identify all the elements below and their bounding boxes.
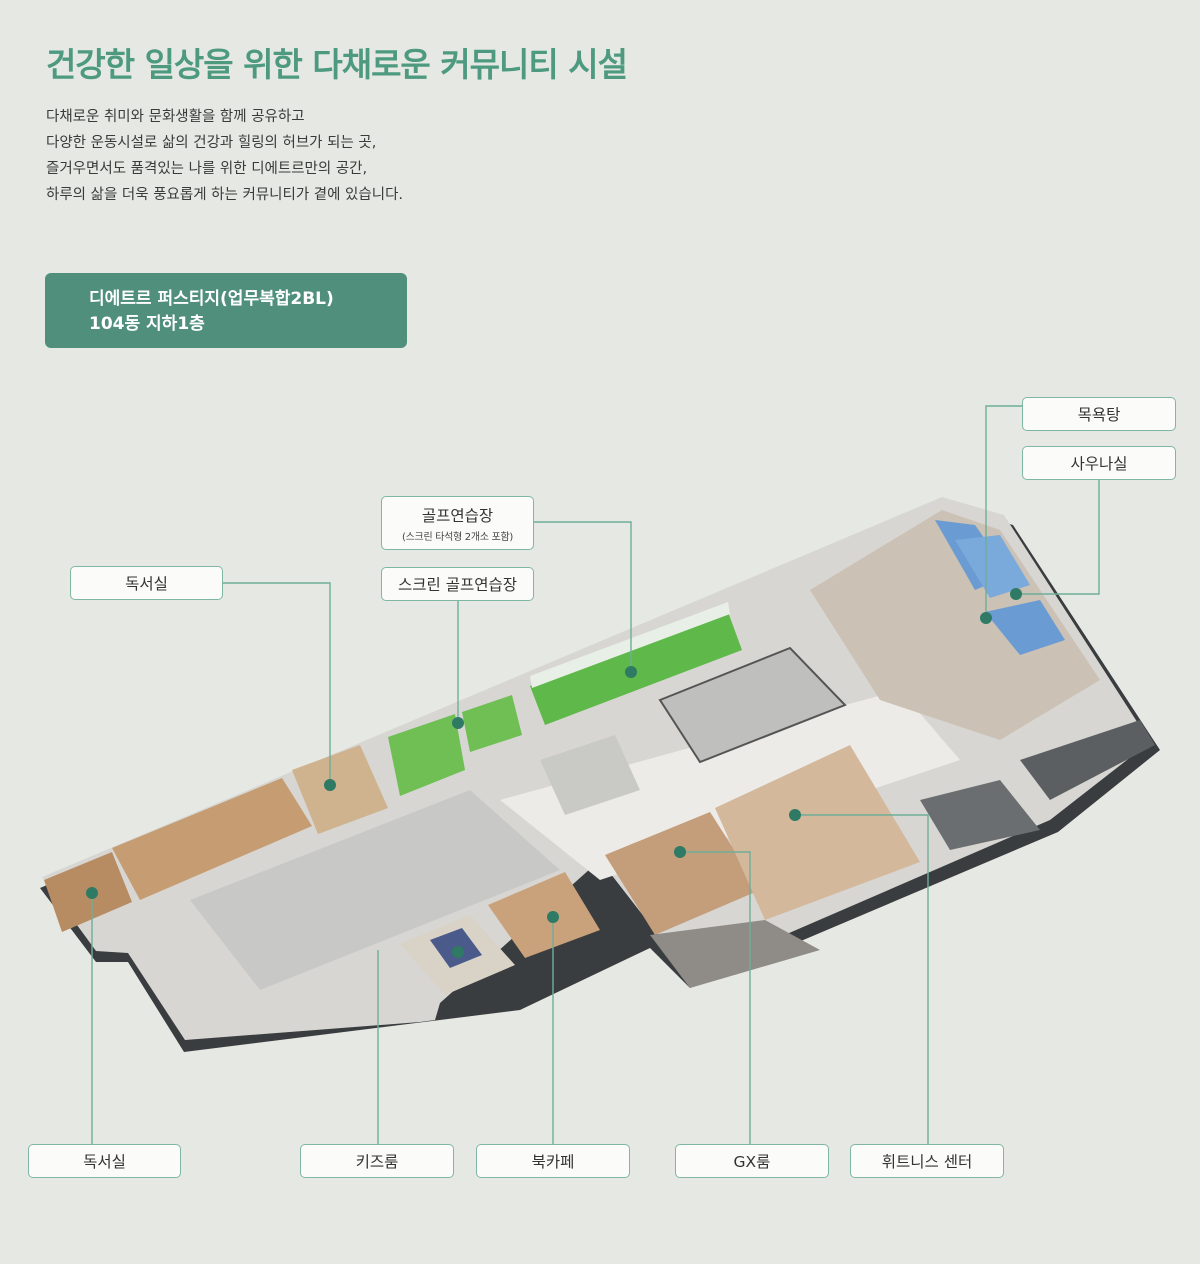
leader-line-golf — [534, 521, 632, 672]
golf-range-wall — [530, 602, 730, 688]
label-text: 독서실 — [83, 1153, 126, 1171]
complex-name: 디에트르 퍼스티지(업무복합2BL) — [89, 289, 334, 309]
sauna-pool-blue-3 — [955, 535, 1030, 598]
label-text: 휘트니스 센터 — [881, 1153, 973, 1171]
label-text: 북카페 — [531, 1153, 575, 1171]
label-text: 독서실 — [125, 575, 168, 593]
label-text: 사우나실 — [1070, 455, 1128, 473]
intro-description: 다채로운 취미와 문화생활을 함께 공유하고 다양한 운동시설로 삶의 건강과 … — [46, 104, 403, 208]
description-line: 다양한 운동시설로 삶의 건강과 힐링의 허브가 되는 곳, — [46, 135, 377, 151]
marker-dot-gx — [674, 846, 686, 858]
marker-dot-golf — [625, 666, 637, 678]
marker-dot-bath — [980, 612, 992, 624]
leader-line-bath — [985, 405, 1022, 618]
label-gx-room[interactable]: GX룸 — [675, 1144, 829, 1178]
floor-name: 104동 지하1층 — [89, 314, 205, 334]
marker-dot-fitness — [789, 809, 801, 821]
leader-lines — [91, 405, 1100, 1144]
elevator-core — [658, 646, 847, 764]
label-text: 스크린 골프연습장 — [397, 576, 517, 594]
label-text: GX룸 — [733, 1153, 771, 1171]
building-floor-badge: 디에트르 퍼스티지(업무복합2BL) 104동 지하1층 — [45, 273, 407, 348]
label-reading-room-top[interactable]: 독서실 — [70, 566, 223, 600]
lobby-floor — [190, 790, 560, 990]
leader-line-sauna — [1016, 480, 1100, 595]
marker-dot-screen-golf — [452, 717, 464, 729]
label-reading-room-bottom[interactable]: 독서실 — [28, 1144, 181, 1178]
page-title: 건강한 일상을 위한 다채로운 커뮤니티 시설 — [46, 45, 628, 84]
screen-golf-room-2 — [462, 695, 522, 752]
label-text: 키즈룸 — [355, 1153, 399, 1171]
marker-dot-reading-bottom — [86, 887, 98, 899]
label-screen-golf[interactable]: 스크린 골프연습장 — [381, 567, 534, 601]
leader-line-fitness — [795, 814, 929, 1144]
reading-room-floor — [112, 778, 312, 900]
golf-range-turf — [530, 612, 742, 725]
label-fitness-center[interactable]: 휘트니스 센터 — [850, 1144, 1004, 1178]
book-cafe-floor — [488, 872, 600, 958]
label-subtext: (스크린 타석형 2개소 포함) — [402, 531, 513, 543]
label-golf-range[interactable]: 골프연습장 (스크린 타석형 2개소 포함) — [381, 496, 534, 550]
marker-dot-kids — [452, 946, 464, 958]
label-book-cafe[interactable]: 북카페 — [476, 1144, 630, 1178]
label-text: 골프연습장 — [421, 506, 494, 525]
marker-dot-reading-top — [324, 779, 336, 791]
central-corridor — [500, 690, 960, 880]
description-line: 하루의 삶을 더욱 풍요롭게 하는 커뮤니티가 곁에 있습니다. — [46, 187, 404, 203]
study-room-floor — [292, 745, 388, 834]
description-line: 즐거우면서도 품격있는 나를 위한 디에트르만의 공간, — [46, 161, 368, 177]
description-line: 다채로운 취미와 문화생활을 함께 공유하고 — [46, 109, 305, 125]
marker-dots — [86, 588, 1022, 958]
screen-golf-room — [388, 714, 465, 796]
fitness-center-floor — [715, 745, 920, 920]
bath-zone-floor — [810, 510, 1100, 740]
marker-dot-sauna — [1010, 588, 1022, 600]
marker-dot-bookcafe — [547, 911, 559, 923]
gx-room-floor — [605, 812, 760, 935]
leader-line-gx — [680, 851, 751, 1144]
stair-room — [540, 735, 640, 815]
label-kids-room[interactable]: 키즈룸 — [300, 1144, 454, 1178]
label-text: 목욕탕 — [1077, 406, 1121, 424]
leader-line-reading-top — [222, 582, 331, 785]
mechanical-room — [1020, 720, 1155, 800]
fitness-south-room — [650, 920, 820, 988]
label-bath[interactable]: 목욕탕 — [1022, 397, 1176, 431]
label-sauna[interactable]: 사우나실 — [1022, 446, 1176, 480]
storage-room — [920, 780, 1040, 850]
sauna-pool-blue-2 — [985, 600, 1065, 655]
